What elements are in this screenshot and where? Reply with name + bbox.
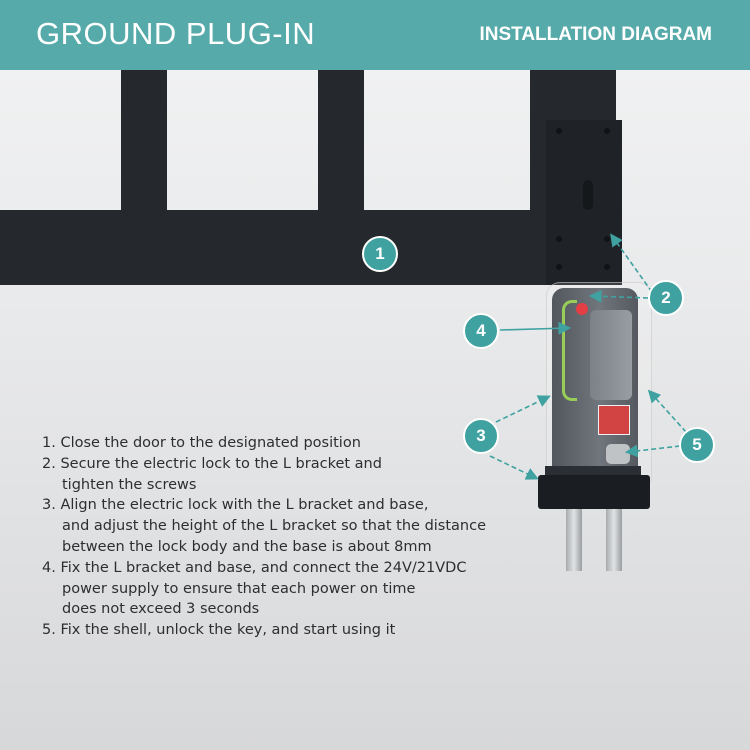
callout-badge-2: 2 xyxy=(648,280,684,316)
screw-hole xyxy=(604,128,610,134)
screw-hole xyxy=(556,128,562,134)
step-text: 5. Fix the shell, unlock the key, and st… xyxy=(42,620,542,641)
installation-steps: 1. Close the door to the designated posi… xyxy=(42,433,542,641)
step-text: between the lock body and the base is ab… xyxy=(42,537,542,558)
screw-hole xyxy=(556,236,562,242)
gate-horizontal-rail xyxy=(0,210,556,285)
step-text: 2. Secure the electric lock to the L bra… xyxy=(42,454,542,475)
callout-badge-5: 5 xyxy=(679,427,715,463)
gate-vertical-bar xyxy=(318,70,364,210)
ground-base xyxy=(538,475,650,509)
ground-rod xyxy=(566,509,582,571)
screw-hole xyxy=(556,264,562,270)
step-text: and adjust the height of the L bracket s… xyxy=(42,516,542,537)
page-subtitle: INSTALLATION DIAGRAM xyxy=(479,24,712,46)
callout-badge-4: 4 xyxy=(463,313,499,349)
step-text: 1. Close the door to the designated posi… xyxy=(42,433,542,454)
bracket-slot xyxy=(583,180,593,210)
step-text: tighten the screws xyxy=(42,475,542,496)
ground-rod xyxy=(606,509,622,571)
step-text: power supply to ensure that each power o… xyxy=(42,579,542,600)
gate-vertical-bar xyxy=(121,70,167,210)
step-text: 3. Align the electric lock with the L br… xyxy=(42,495,542,516)
page-title: GROUND PLUG-IN xyxy=(36,16,315,52)
step-text: 4. Fix the L bracket and base, and conne… xyxy=(42,558,542,579)
transparent-shell xyxy=(546,282,652,484)
header-banner: GROUND PLUG-IN INSTALLATION DIAGRAM xyxy=(0,0,750,70)
step-text: does not exceed 3 seconds xyxy=(42,599,542,620)
screw-hole xyxy=(604,236,610,242)
callout-badge-1: 1 xyxy=(362,236,398,272)
screw-hole xyxy=(604,264,610,270)
